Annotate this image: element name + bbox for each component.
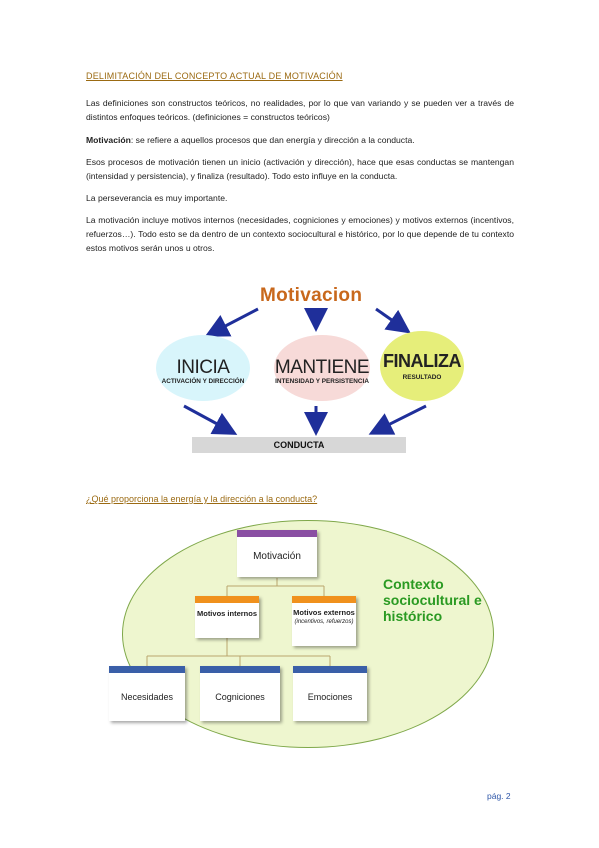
- contexto-line-3: histórico: [383, 608, 443, 624]
- arrow-to-finaliza: [375, 307, 411, 334]
- motivation-process-diagram: Motivacion INICIA ACTIVACIÓN Y DIRECCIÓN…: [140, 282, 470, 462]
- paragraph-perseverancia: La perseverancia es muy importante.: [86, 193, 228, 203]
- process-arrows: [183, 307, 427, 436]
- mantiene-label: MANTIENE: [274, 357, 370, 378]
- section-question-heading: ¿Qué proporciona la energía y la direcci…: [86, 494, 318, 504]
- contexto-line-1: Contexto: [383, 576, 444, 592]
- paragraph-definiciones: Las definiciones son constructos teórico…: [86, 98, 514, 122]
- contexto-line-2: sociocultural e: [383, 592, 482, 608]
- motivacion-box: Motivación: [237, 530, 317, 577]
- contexto-label: Contexto sociocultural e histórico: [383, 576, 482, 624]
- conducta-bar: CONDUCTA: [192, 437, 406, 453]
- inicia-label: INICIA: [176, 357, 230, 378]
- necesidades-box: Necesidades: [109, 666, 185, 721]
- finaliza-label: FINALIZA: [383, 351, 461, 371]
- arrow-inicia-conducta: [183, 404, 238, 435]
- connector-motivacion: [226, 578, 325, 596]
- paragraph-motivacion: Motivación: se refiere a aquellos proces…: [86, 133, 514, 147]
- motivos-externos-label: Motivos externos: [293, 608, 355, 617]
- finaliza-sublabel: RESULTADO: [402, 374, 442, 381]
- diagram-title: Motivacion: [260, 285, 363, 306]
- page-number: pág. 2: [487, 791, 511, 801]
- motivos-internos-box: Motivos internos: [195, 596, 259, 638]
- motivacion-definition: : se refiere a aquellos procesos que dan…: [130, 135, 415, 145]
- finaliza-circle: FINALIZA RESULTADO: [380, 331, 464, 401]
- motivos-externos-box: Motivos externos (incentivos, refuerzos): [292, 596, 356, 646]
- connector-internos: [146, 638, 331, 666]
- emociones-box: Emociones: [293, 666, 367, 721]
- section-heading: DELIMITACIÓN DEL CONCEPTO ACTUAL DE MOTI…: [86, 71, 343, 81]
- hierarchy-connectors: [146, 578, 331, 666]
- mantiene-circle: MANTIENE INTENSIDAD Y PERSISTENCIA: [274, 335, 370, 401]
- inicia-circle: INICIA ACTIVACIÓN Y DIRECCIÓN: [156, 335, 250, 401]
- inicia-sublabel: ACTIVACIÓN Y DIRECCIÓN: [161, 378, 245, 385]
- mantiene-sublabel: INTENSIDAD Y PERSISTENCIA: [275, 378, 369, 385]
- motivos-externos-note: (incentivos, refuerzos): [294, 619, 354, 625]
- arrow-to-inicia: [204, 307, 259, 337]
- cogniciones-box: Cogniciones: [200, 666, 280, 721]
- paragraph-procesos: Esos procesos de motivación tienen un in…: [86, 157, 514, 181]
- arrow-finaliza-conducta: [368, 404, 427, 435]
- motivation-hierarchy-diagram: Motivación Motivos internos Motivos exte…: [100, 508, 500, 748]
- motivacion-term: Motivación: [86, 135, 131, 145]
- paragraph-motivos: La motivación incluye motivos internos (…: [86, 215, 514, 253]
